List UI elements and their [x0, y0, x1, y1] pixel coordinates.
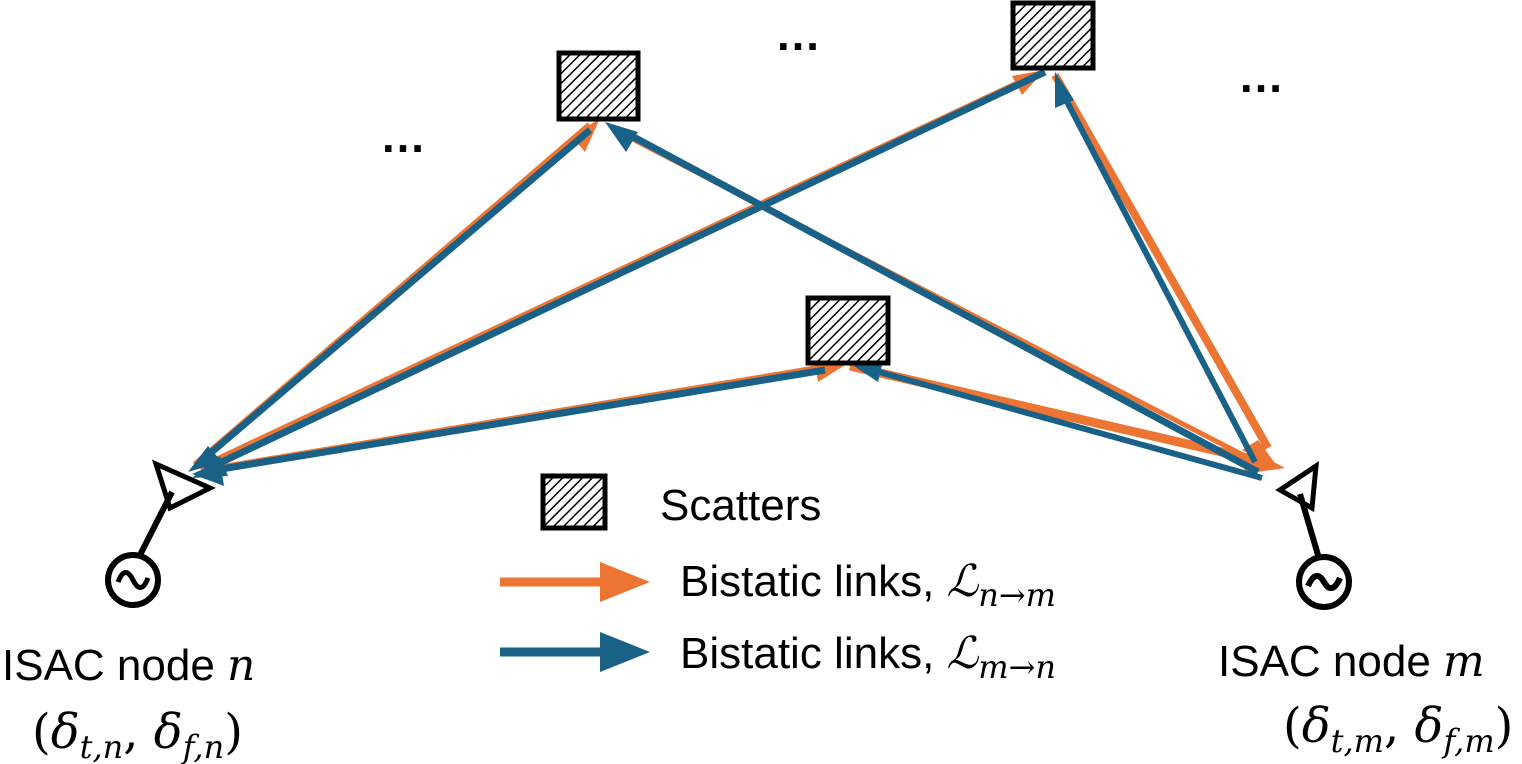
scatterers: [556, 0, 1096, 366]
scatter-top-right: [1010, 0, 1096, 71]
node-n-offsets: (δt,n, δf,n): [32, 704, 243, 764]
link-scatter-top-right-to-n: [203, 68, 1047, 474]
link-scatter-top-right-to-m: [1051, 73, 1272, 450]
link-m-to-scatter-top-right: [1059, 90, 1258, 464]
legend-blue-arrowhead: [600, 632, 650, 672]
arrowhead-blue: [188, 446, 222, 472]
link-m-to-scatter-middle: [871, 367, 1263, 481]
ellipsis-top: …: [775, 8, 823, 60]
legend-link-n-to-m-label: Bistatic links, ℒn→m: [680, 556, 1056, 614]
arrowhead-blue: [605, 122, 638, 152]
scatter-top-left: [556, 50, 641, 122]
links-m-to-n: [188, 68, 1263, 486]
ellipsis-left: …: [380, 110, 428, 162]
legend-orange-arrowhead: [600, 562, 650, 602]
link-scatter-top-left-to-n: [197, 127, 593, 465]
legend-scatters-label: Scatters: [660, 481, 821, 530]
link-m-to-scatter-top-left: [628, 131, 1260, 476]
antenna-icon: [151, 459, 216, 512]
link-scatter-middle-to-n: [214, 366, 826, 474]
ellipsis-right: …: [1238, 50, 1286, 102]
antenna-icon: [1275, 461, 1319, 513]
node-n-antenna: [105, 459, 216, 608]
legend: Scatters Bistatic links, ℒn→m Bistatic l…: [500, 473, 1056, 686]
arrowhead-blue: [192, 462, 224, 486]
node-m-label: ISAC node m: [1218, 636, 1485, 687]
node-m-antenna: [1275, 461, 1352, 610]
legend-scatter-swatch: [540, 473, 608, 531]
arrowhead-blue: [1055, 72, 1074, 108]
node-n-label: ISAC node n: [2, 640, 255, 691]
scatter-middle: [805, 295, 891, 366]
legend-link-m-to-n-label: Bistatic links, ℒm→n: [680, 628, 1056, 686]
links-n-to-m: [192, 70, 1285, 474]
node-m-offsets: (δt,m, δf,m): [1283, 698, 1513, 760]
